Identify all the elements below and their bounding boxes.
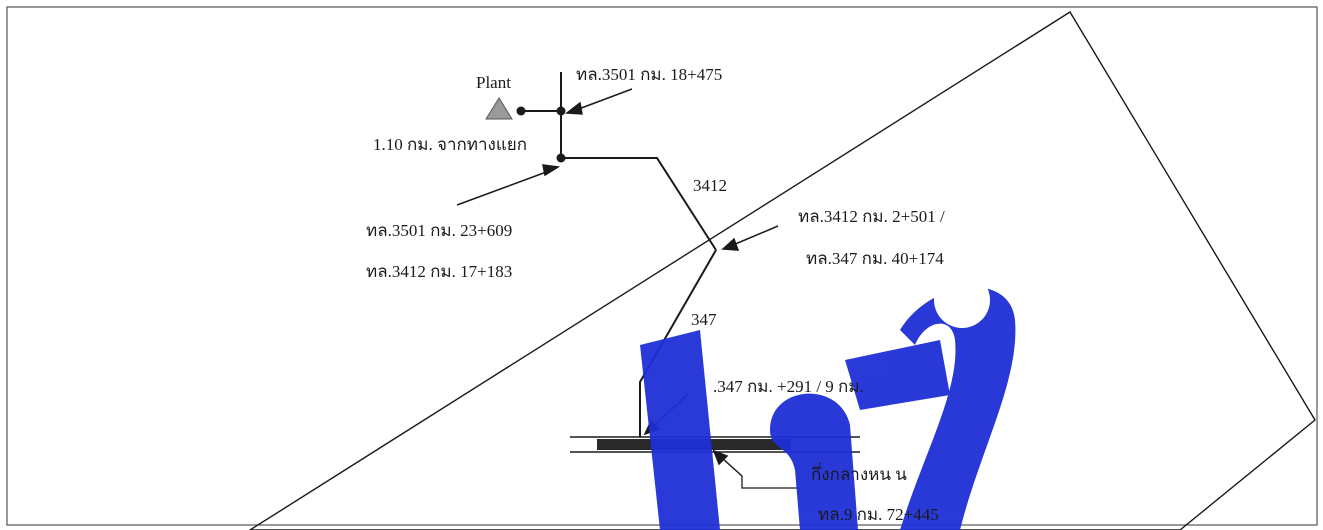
arrow-median-line [721,457,743,477]
watermark-dot [934,272,990,328]
junction-dot-top [556,106,566,116]
junction-bottom-label: .347 กม. +291 / 9 กม. [713,377,864,396]
road-3412-label: 3412 [693,176,727,195]
arrow-median-head [712,449,729,466]
watermark-stroke-4 [900,287,1016,530]
highway9-label: ทล.9 กม. 72+445 [818,505,939,524]
median-label: กึ่งกลางหน น [811,462,907,484]
watermark-stroke-1 [640,330,720,530]
arrow-top-head [564,101,583,115]
arrow-mid-head [542,164,561,177]
watermark-stroke-3 [845,340,950,410]
junction-right-label-2: ทล.347 กม. 40+174 [806,249,944,268]
road-347 [639,249,717,437]
plant-label: Plant [476,73,511,92]
spur-distance-label: 1.10 กม. จากทางแยก [373,135,527,154]
stamp-frame [248,11,1316,530]
junction-dot-plant [516,106,526,116]
arrows [456,88,779,477]
road-347-label: 347 [691,310,717,329]
watermark-stamp [640,272,1016,530]
plant-triangle-icon [485,97,513,120]
arrow-mid-line [456,170,550,206]
junction-mid-label-2: ทล.3412 กม. 17+183 [366,262,512,281]
watermark-stroke-2 [770,393,858,530]
arrow-right-line [732,225,779,246]
junction-dot-mid [556,153,566,163]
arrow-right-head [721,237,740,251]
median-bracket [741,476,800,489]
junction-top-label: ทล.3501 กม. 18+475 [576,65,722,84]
arrow-top-line [575,88,633,111]
junction-mid-label-1: ทล.3501 กม. 23+609 [366,221,512,240]
road-3412 [561,157,717,251]
junction-right-label-1: ทล.3412 กม. 2+501 / [798,207,945,226]
